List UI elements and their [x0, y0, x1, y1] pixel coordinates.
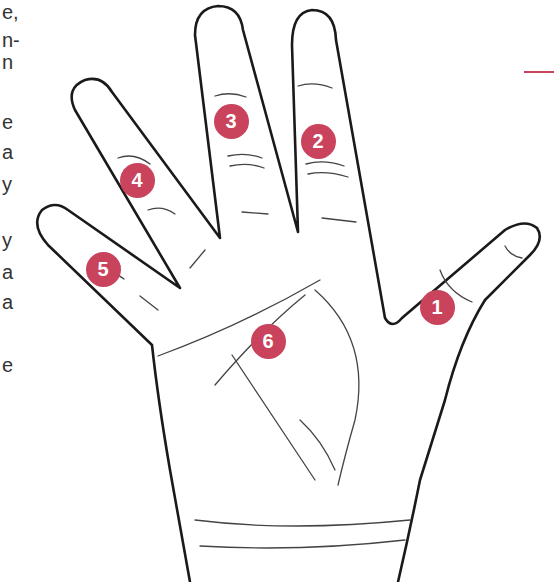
finger-crease: [190, 250, 205, 268]
finger-crease: [140, 296, 158, 310]
callout-number: 6: [262, 330, 273, 353]
callout-number: 2: [312, 130, 323, 153]
hand-outline: [37, 6, 540, 582]
callout-number: 5: [97, 258, 108, 281]
palm-line: [315, 290, 359, 485]
callout-number: 1: [431, 296, 442, 319]
thumb-crease: [505, 246, 522, 258]
callout-circle: [420, 290, 455, 325]
skin-creases: [95, 84, 522, 548]
palm-line: [300, 420, 335, 470]
text-fragment: e,: [2, 0, 19, 24]
callout-badge: 5: [86, 252, 121, 287]
text-fragment: e: [2, 110, 13, 134]
callout-badge: 4: [120, 163, 155, 198]
finger-crease: [230, 164, 264, 168]
callout-circle: [251, 324, 286, 359]
accent-rule: [524, 71, 554, 73]
palm-line: [215, 295, 305, 385]
text-fragment: a: [2, 260, 13, 284]
palm-line: [232, 355, 315, 480]
text-fragment: y: [2, 172, 12, 196]
text-fragment: y: [2, 228, 12, 252]
callout-circle: [86, 252, 121, 287]
finger-crease: [306, 162, 344, 166]
text-fragment: n: [2, 50, 13, 74]
callout-badge: 3: [214, 104, 249, 139]
text-fragment: n-: [2, 28, 20, 52]
text-fragment: a: [2, 140, 13, 164]
callout-circle: [214, 104, 249, 139]
callout-number: 4: [131, 169, 142, 192]
wrist-crease: [195, 520, 410, 526]
text-fragment: a: [2, 290, 13, 314]
hand-outline: [37, 6, 540, 582]
text-fragment: e: [2, 353, 13, 377]
finger-crease: [308, 173, 348, 177]
callout-circle: [120, 163, 155, 198]
finger-crease: [298, 84, 332, 88]
palm-line: [158, 280, 320, 356]
callout-badge: 6: [251, 324, 286, 359]
callout-number: 3: [225, 110, 236, 133]
callout-badge: 1: [420, 290, 455, 325]
wrist-crease: [200, 540, 405, 548]
finger-crease: [228, 154, 262, 158]
finger-crease: [148, 208, 175, 214]
callout-circle: [301, 124, 336, 159]
finger-crease: [215, 94, 246, 97]
finger-crease: [242, 212, 268, 214]
callout-badge: 2: [301, 124, 336, 159]
finger-crease: [322, 218, 356, 222]
